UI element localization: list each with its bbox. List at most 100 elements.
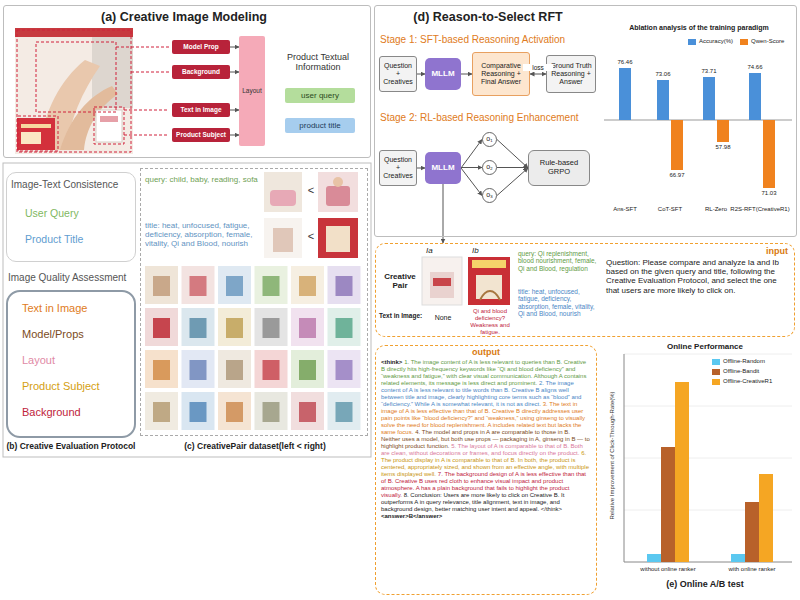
- region-marks: [116, 47, 169, 48]
- text-slot: with online ranker: [712, 566, 792, 573]
- legend-text: Offline-Bandit: [723, 368, 795, 375]
- text-slot: without online ranker: [628, 566, 708, 573]
- tag-box: Background: [172, 65, 230, 79]
- dataset-grid: [218, 266, 251, 304]
- online-chart: [745, 502, 759, 562]
- dataset-grid: [190, 318, 207, 338]
- mllm-box: MLLM: [425, 152, 461, 184]
- layout-bar: Layout: [239, 36, 265, 146]
- legend-swatch: [712, 359, 720, 365]
- dataset-grid: [145, 308, 178, 346]
- dataset-grid: [328, 392, 361, 430]
- chart-label: Online Performance: [640, 342, 770, 351]
- dataset-grid: [218, 266, 251, 304]
- product-photo: [15, 28, 133, 37]
- dataset-grid: [255, 350, 288, 388]
- ablation-chart: [717, 120, 729, 142]
- chart-label: Product Textual Information: [268, 52, 368, 73]
- text-slot: loss: [523, 64, 553, 71]
- info-tag: user query: [285, 88, 355, 103]
- pair-thumbnails: [326, 226, 350, 252]
- dataset-grid: [182, 308, 215, 346]
- target-box: Ground Truth Reasoning + Answer: [546, 55, 596, 93]
- dataset-grid: [255, 392, 288, 430]
- node-text: Product Subject: [22, 380, 134, 393]
- dataset-grid: [255, 266, 288, 304]
- edge-label: loss: [523, 64, 553, 71]
- chart-label: 73.06: [648, 71, 678, 78]
- text-slot: Stage 1: SFT-based Reasoning Activation: [380, 34, 600, 46]
- dataset-grid: [145, 392, 178, 430]
- region-marks: [124, 110, 169, 111]
- connector: [461, 74, 472, 75]
- ablation-chart: [604, 68, 792, 188]
- dataset-grid: [336, 276, 353, 296]
- text-slot: Ia: [426, 246, 440, 255]
- chart-label: Relative Improvement of Click-Through-Ra…: [609, 355, 616, 555]
- text-slot: Text in Image: [22, 302, 134, 315]
- output-panel: output<think>1. The image content of A i…: [375, 345, 597, 595]
- reward-box: Rule-based GRPO: [528, 150, 590, 186]
- node-text: title: heat, unfocused, fatigue, deficie…: [145, 221, 263, 249]
- creative-b: [480, 291, 500, 300]
- dataset-grid: [291, 350, 324, 388]
- dataset-grid: [182, 266, 215, 304]
- dataset-grid: [328, 392, 361, 430]
- text-slot: Offline-CreativeR1: [723, 378, 795, 385]
- creative-b: [472, 260, 506, 268]
- pair-thumbnails: [264, 218, 302, 258]
- dataset-grid: [218, 350, 251, 388]
- ablation-chart: [763, 120, 775, 188]
- dataset-grid: [291, 392, 324, 430]
- node-text: MLLM: [431, 69, 454, 78]
- dataset-grid: [218, 350, 251, 388]
- dataset-grid: [145, 266, 178, 304]
- node-text: User Query: [25, 207, 135, 219]
- dataset-grid: [299, 318, 316, 338]
- text-slot: title: heat, unfocused, fatigue, deficie…: [145, 221, 263, 249]
- dataset-grid: [153, 276, 170, 296]
- text-slot: 66.97: [662, 172, 692, 179]
- dataset-grid: [190, 402, 207, 422]
- node-text: Ib: [472, 246, 486, 255]
- dataset-grid: [226, 402, 243, 422]
- online-chart: [624, 354, 792, 355]
- text-slot: Offline-Random: [723, 358, 795, 365]
- region-marks: [17, 30, 131, 152]
- dataset-grid: [291, 392, 324, 430]
- dataset-grid: [328, 266, 361, 304]
- legend-text: Offline-CreativeR1: [723, 378, 795, 385]
- dataset-box: query: child, baby, reading, sofatitle: …: [140, 168, 368, 436]
- dataset-grid: [291, 266, 324, 304]
- text-slot: Ans-SFT: [603, 206, 647, 213]
- dataset-grid: [328, 308, 361, 346]
- text-slot: (c) CreativePair dataset(left < right): [142, 442, 368, 452]
- chart-label: (e) Online A/B test: [640, 579, 770, 589]
- node-text: Background: [22, 406, 134, 419]
- text-slot: (e) Online A/B test: [640, 579, 770, 589]
- legend-swatch: [740, 39, 748, 45]
- reasoning-step: 8. Conclusion: Users are more likely to …: [381, 492, 564, 512]
- text-slot: 73.06: [648, 71, 678, 78]
- dataset-grid: [328, 308, 361, 346]
- node-text: Text in Image: [180, 106, 221, 113]
- dataset-grid: [182, 308, 215, 346]
- text-slot: title: heat, unfocused, fatigue, deficie…: [518, 288, 602, 318]
- node-text: Comparative Reasoning + Final Answer: [475, 62, 527, 86]
- text-slot: User Query: [25, 207, 135, 219]
- ablation-chart: [619, 68, 631, 120]
- dataset-grid: [145, 350, 178, 388]
- reasoning-box: Comparative Reasoning + Final Answer: [472, 52, 530, 96]
- node-text: Text in Image:: [379, 312, 423, 319]
- text-slot: None: [423, 314, 463, 322]
- dataset-grid: [182, 350, 215, 388]
- node-text: None: [423, 314, 463, 322]
- connector: [461, 140, 482, 169]
- dataset-grid: [255, 308, 288, 346]
- node-text: Text in Image: [22, 302, 134, 315]
- reasoning-step: <think>: [381, 359, 402, 365]
- text-slot: input: [762, 246, 792, 256]
- dataset-grid: [226, 276, 243, 296]
- node-text: product title: [299, 121, 340, 130]
